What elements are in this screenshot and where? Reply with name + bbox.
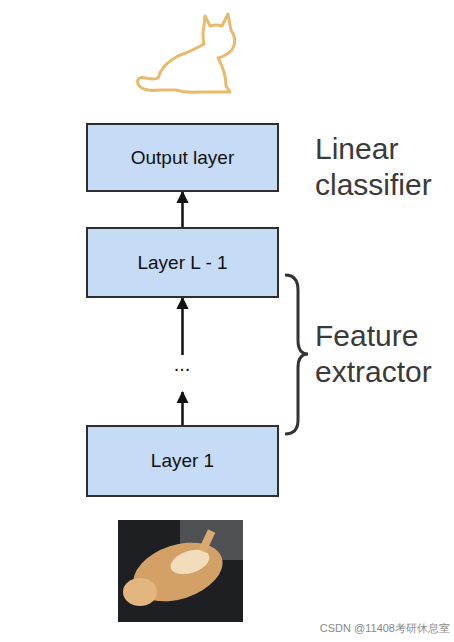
layer-name: Layer L - 1 bbox=[137, 252, 227, 274]
watermark: CSDN @11408考研休息室 bbox=[300, 621, 450, 635]
curly-brace bbox=[285, 275, 308, 434]
flow-arrow bbox=[181, 192, 184, 227]
photo-background bbox=[118, 520, 243, 622]
layer-name: Layer 1 bbox=[151, 450, 214, 472]
layer-box: Output layer bbox=[86, 123, 279, 192]
layer-box: Layer 1 bbox=[86, 425, 279, 497]
ellipsis-label: ... bbox=[152, 352, 212, 376]
extractor-label: Feature extractor bbox=[315, 318, 454, 390]
layer-box: Layer L - 1 bbox=[86, 227, 279, 298]
layer-name: Output layer bbox=[131, 147, 235, 169]
classifier-label: Linear classifier bbox=[315, 131, 454, 203]
cat-icon bbox=[138, 14, 235, 92]
photo-cat-paw bbox=[199, 529, 216, 552]
cat-photo bbox=[118, 520, 243, 622]
arrowhead-mark bbox=[177, 391, 189, 403]
photo-cat-head bbox=[123, 578, 157, 606]
